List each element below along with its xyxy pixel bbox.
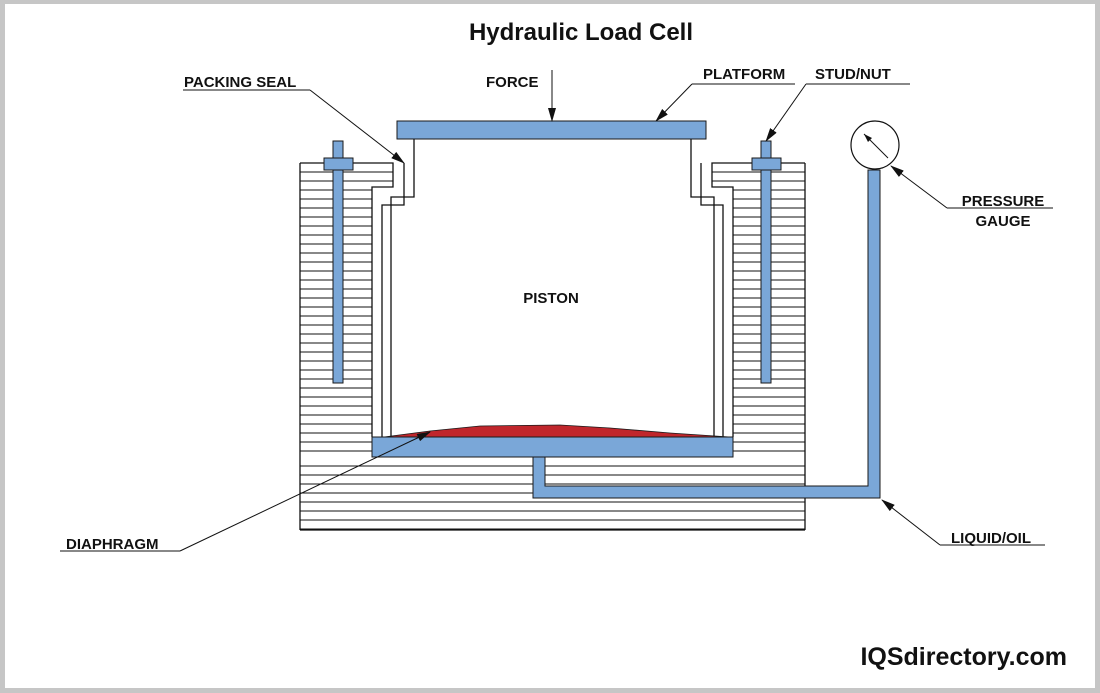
label-force: FORCE: [486, 74, 539, 91]
label-piston: PISTON: [523, 290, 579, 307]
housing-left-wall: [300, 171, 393, 452]
label-stud-nut: STUD/NUT: [815, 66, 891, 83]
oil-pipe: [532, 169, 881, 499]
housing-right-wall: [712, 171, 805, 452]
label-diaphragm: DIAPHRAGM: [66, 536, 159, 553]
label-packing-seal: PACKING SEAL: [184, 74, 296, 91]
label-liquid-oil: LIQUID/OIL: [951, 530, 1031, 547]
piston: [381, 139, 724, 437]
leader-lines: [60, 70, 1053, 552]
base-plate: [371, 436, 734, 458]
pressure-gauge: [850, 120, 900, 170]
label-pressure: PRESSURE: [962, 193, 1045, 210]
diaphragm: [383, 424, 731, 438]
label-platform: PLATFORM: [703, 66, 785, 83]
label-gauge: GAUGE: [975, 213, 1030, 230]
diagram-title: Hydraulic Load Cell: [469, 19, 693, 46]
platform: [396, 120, 707, 140]
housing-outline: [299, 162, 806, 531]
brand-watermark: IQSdirectory.com: [860, 643, 1067, 671]
stud-nut-left: [323, 140, 354, 384]
